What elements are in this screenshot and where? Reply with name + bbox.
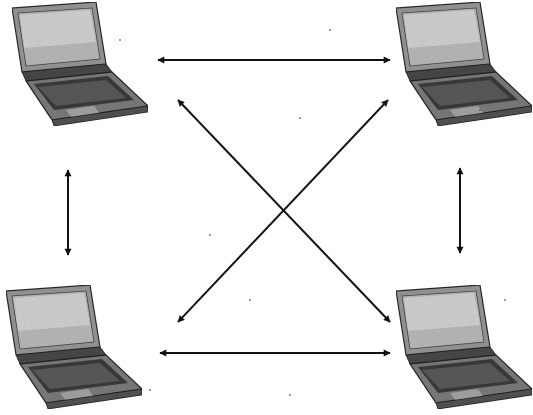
laptop-icon — [396, 285, 532, 409]
scan-speck — [479, 109, 481, 111]
laptop-icon-top-left — [12, 2, 148, 126]
laptop-icon-bottom-right — [396, 285, 532, 409]
scan-speck — [329, 29, 331, 31]
laptop-icon-top-right — [396, 2, 532, 126]
scan-speck — [209, 234, 211, 236]
scan-speck — [249, 299, 251, 301]
laptop-icon — [6, 285, 142, 409]
scan-speck — [299, 117, 301, 119]
scan-speck — [119, 39, 121, 41]
laptop-icon — [396, 2, 532, 126]
scan-speck — [149, 389, 151, 391]
laptop-icon — [12, 2, 148, 126]
scan-speck — [289, 394, 291, 396]
laptop-icon-bottom-left — [6, 285, 142, 409]
scan-speck — [504, 299, 506, 301]
